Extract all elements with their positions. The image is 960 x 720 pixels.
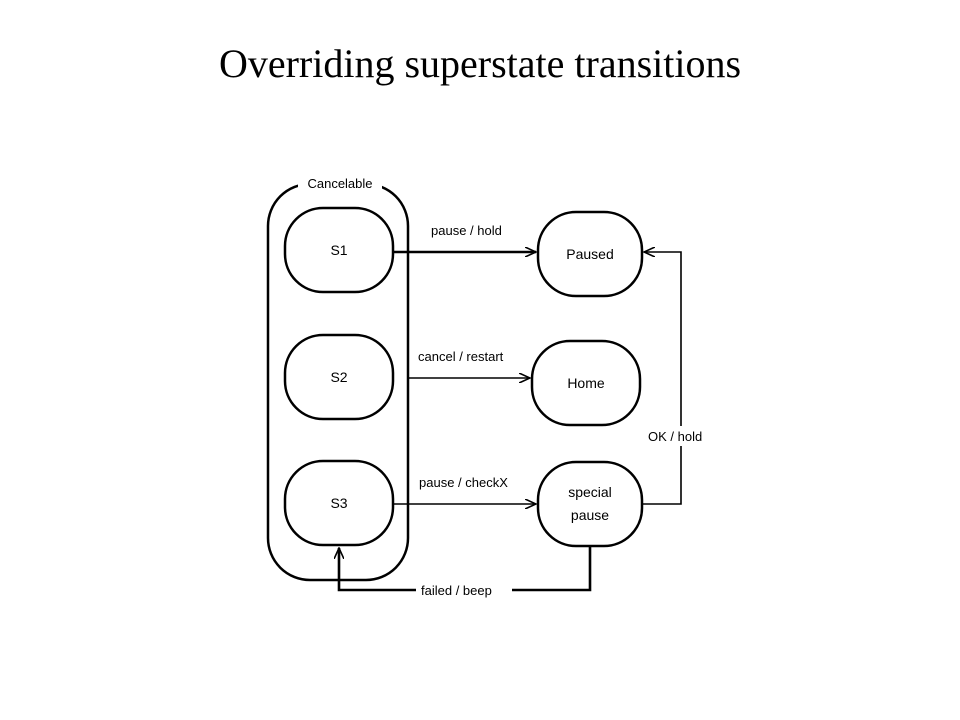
slide-title: Overriding superstate transitions bbox=[218, 41, 742, 86]
cancelable-label: Cancelable bbox=[307, 176, 372, 191]
state-home[interactable]: Home bbox=[530, 339, 642, 427]
superstate-label-gap bbox=[298, 176, 382, 190]
ok-hold-label-gap bbox=[636, 426, 724, 446]
label-pause-hold: pause / hold bbox=[431, 223, 502, 238]
failed-beep-label-gap bbox=[416, 580, 512, 600]
state-special-pause-label-line1: special bbox=[568, 484, 612, 500]
state-s1-label: S1 bbox=[330, 242, 347, 258]
label-failed-beep: failed / beep bbox=[421, 583, 492, 598]
state-home-label: Home bbox=[567, 375, 605, 391]
state-s3-label: S3 bbox=[330, 495, 347, 511]
state-s1[interactable]: S1 bbox=[283, 206, 395, 294]
state-s2-label: S2 bbox=[330, 369, 347, 385]
label-pause-checkx: pause / checkX bbox=[419, 475, 508, 490]
state-paused-label: Paused bbox=[566, 246, 613, 262]
label-cancel-restart: cancel / restart bbox=[418, 349, 504, 364]
state-s2[interactable]: S2 bbox=[283, 333, 395, 421]
state-special-pause[interactable]: special pause bbox=[536, 460, 644, 548]
state-s3[interactable]: S3 bbox=[283, 459, 395, 547]
state-special-pause-label-line2: pause bbox=[571, 507, 609, 523]
state-paused[interactable]: Paused bbox=[536, 210, 644, 298]
transition-special-pause-to-paused bbox=[642, 252, 682, 505]
label-ok-hold: OK / hold bbox=[648, 429, 702, 444]
